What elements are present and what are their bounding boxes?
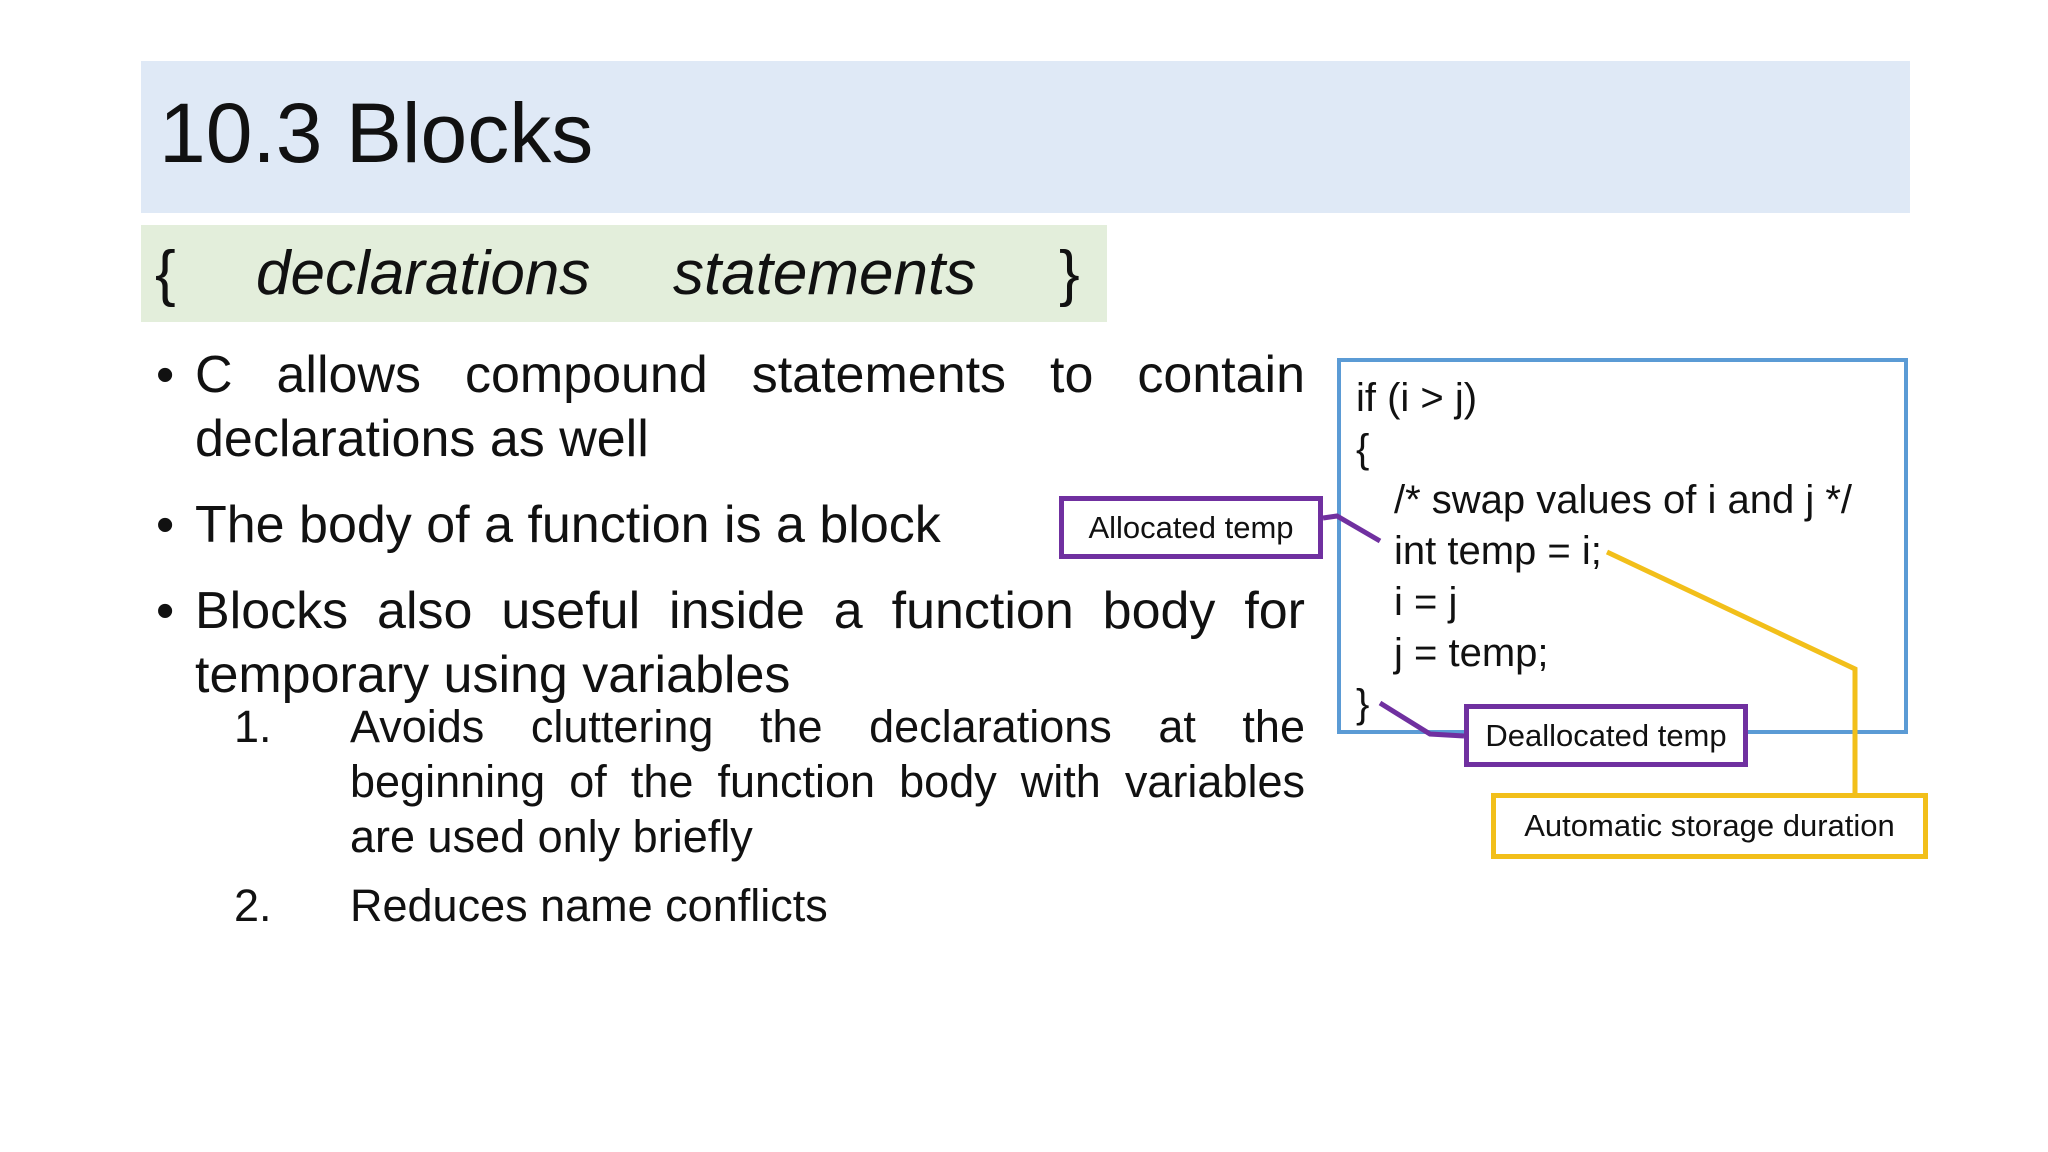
- code-line: if (i > j): [1356, 376, 1478, 420]
- item-number: 1.: [234, 701, 272, 752]
- allocated-temp-label: Allocated temp: [1088, 509, 1294, 545]
- bullet-item: • C allows compound statements to contai…: [150, 343, 1305, 471]
- syntax-open-brace: {: [155, 239, 176, 308]
- code-line: j = temp;: [1394, 631, 1549, 675]
- title-bar: 10.3 Blocks: [141, 61, 1910, 213]
- bullet-marker: •: [156, 496, 175, 554]
- syntax-close-brace: }: [1059, 239, 1080, 308]
- allocated-temp-callout: Allocated temp: [1059, 496, 1323, 559]
- item-text: Avoids cluttering the declarations at th…: [350, 701, 1305, 862]
- item-text: Reduces name conflicts: [350, 880, 828, 931]
- bullet-marker: •: [156, 346, 175, 404]
- automatic-storage-callout: Automatic storage duration: [1491, 793, 1928, 859]
- code-line: }: [1356, 682, 1370, 726]
- numbered-sub-list: 1. Avoids cluttering the declarations at…: [234, 699, 1305, 933]
- syntax-statements: statements: [673, 239, 977, 308]
- syntax-declarations: declarations: [256, 239, 591, 308]
- automatic-storage-label: Automatic storage duration: [1524, 808, 1895, 843]
- code-line: i = j: [1394, 580, 1458, 624]
- code-line: int temp = i;: [1394, 529, 1602, 573]
- bullet-text: C allows compound statements to contain …: [195, 346, 1305, 468]
- code-line: /* swap values of i and j */: [1394, 478, 1853, 522]
- bullet-item: • Blocks also useful inside a function b…: [150, 579, 1305, 707]
- deallocated-temp-label: Deallocated temp: [1485, 717, 1727, 753]
- numbered-item: 2. Reduces name conflicts: [234, 878, 1305, 933]
- bullet-list: • C allows compound statements to contai…: [150, 343, 1305, 947]
- code-line: {: [1356, 427, 1370, 471]
- numbered-item: 1. Avoids cluttering the declarations at…: [234, 699, 1305, 864]
- bullet-text: Blocks also useful inside a function bod…: [195, 582, 1305, 704]
- item-number: 2.: [234, 880, 272, 931]
- bullet-item: • The body of a function is a block: [150, 493, 1305, 557]
- bullet-text: The body of a function is a block: [195, 496, 941, 554]
- deallocated-temp-callout: Deallocated temp: [1464, 704, 1748, 767]
- code-example-box: if (i > j) { /* swap values of i and j *…: [1337, 358, 1908, 734]
- block-syntax-banner: { declarations statements }: [141, 225, 1107, 322]
- bullet-marker: •: [156, 582, 175, 640]
- slide-title: 10.3 Blocks: [159, 86, 594, 180]
